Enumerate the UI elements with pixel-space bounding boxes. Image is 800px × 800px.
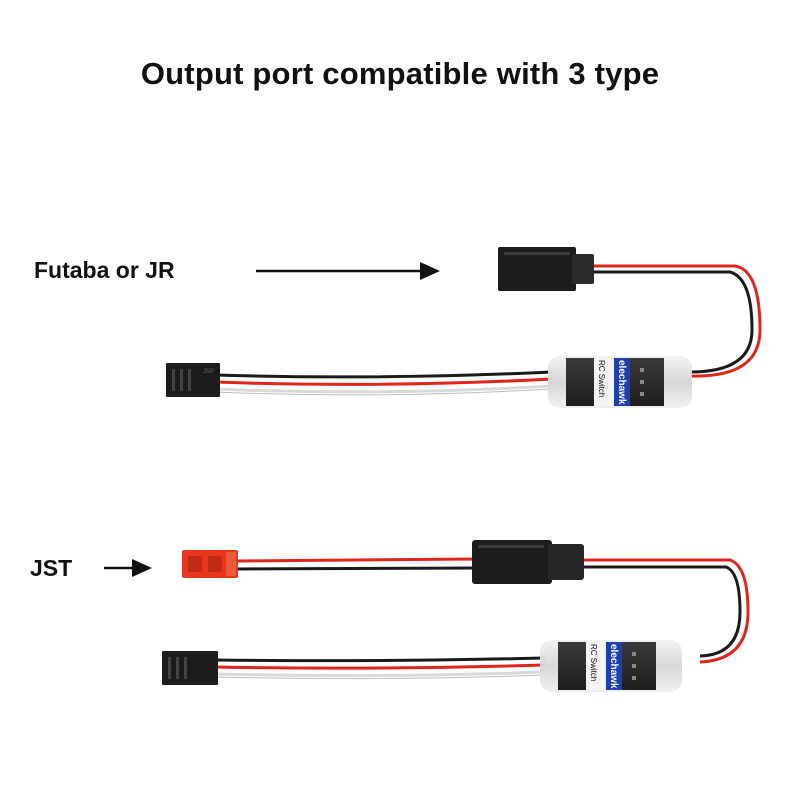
arrow-futaba-icon xyxy=(256,262,440,280)
svg-text:JSP: JSP xyxy=(203,369,214,375)
servo-plug-top: JSP xyxy=(166,363,220,397)
model-label-bottom: RC Switch xyxy=(589,644,598,681)
top-cable-assembly: JSP elechawk RC Switch xyxy=(166,247,762,408)
rc-switch-module-bottom: elechawk RC Switch xyxy=(540,640,682,692)
brand-label: elechawk xyxy=(616,360,627,405)
headline: Output port compatible with 3 type xyxy=(140,56,660,91)
jst-label: JST xyxy=(30,555,73,581)
rc-switch-module-top: elechawk RC Switch xyxy=(548,356,692,408)
servo-plug-bottom xyxy=(162,651,218,685)
futaba-jr-connector xyxy=(498,247,594,291)
model-label: RC Switch xyxy=(597,360,606,397)
brand-label-bottom: elechawk xyxy=(608,644,619,689)
adapter-housing xyxy=(472,540,584,584)
jst-connector xyxy=(182,550,238,578)
futaba-jr-label: Futaba or JR xyxy=(34,257,175,283)
bottom-cable-assembly: elechawk RC Switch xyxy=(162,540,750,692)
arrow-jst-icon xyxy=(104,559,152,577)
